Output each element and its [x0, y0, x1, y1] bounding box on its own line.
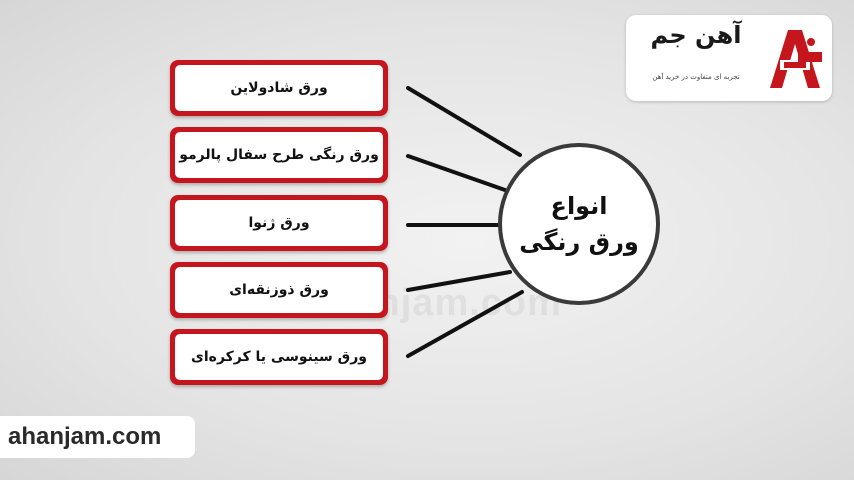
hub-title-line2: ورق رنگی: [519, 228, 639, 256]
center-hub: انواع ورق رنگی: [498, 143, 660, 305]
connector-line-2: [406, 154, 507, 192]
brand-slogan: تجربه ای متفاوت در خرید آهن: [652, 73, 740, 81]
footer-website-url: ahanjam.com: [0, 416, 195, 458]
connector-line-5: [406, 290, 524, 358]
item-label: ورق شادولاین: [175, 65, 383, 111]
hub-title-line1: انواع: [550, 192, 608, 220]
list-item-genoa: ورق ژنوا: [170, 195, 388, 251]
ahanjam-logo-icon: [770, 30, 822, 88]
list-item-sinusoidal: ورق سینوسی یا کرکره‌ای: [170, 329, 388, 385]
list-item-trapezoid: ورق ذوزنقه‌ای: [170, 262, 388, 318]
item-label: ورق سینوسی یا کرکره‌ای: [175, 334, 383, 380]
list-item-palermo: ورق رنگی طرح سفال پالرمو: [170, 127, 388, 183]
list-item-shadowline: ورق شادولاین: [170, 60, 388, 116]
brand-name: آهن جم: [650, 21, 742, 49]
connector-line-1: [406, 86, 522, 157]
item-label: ورق ژنوا: [175, 200, 383, 246]
item-label: ورق رنگی طرح سفال پالرمو: [175, 132, 383, 178]
connector-line-4: [406, 270, 512, 292]
brand-logo: آهن جم تجربه ای متفاوت در خرید آهن: [626, 15, 832, 101]
item-label: ورق ذوزنقه‌ای: [175, 267, 383, 313]
